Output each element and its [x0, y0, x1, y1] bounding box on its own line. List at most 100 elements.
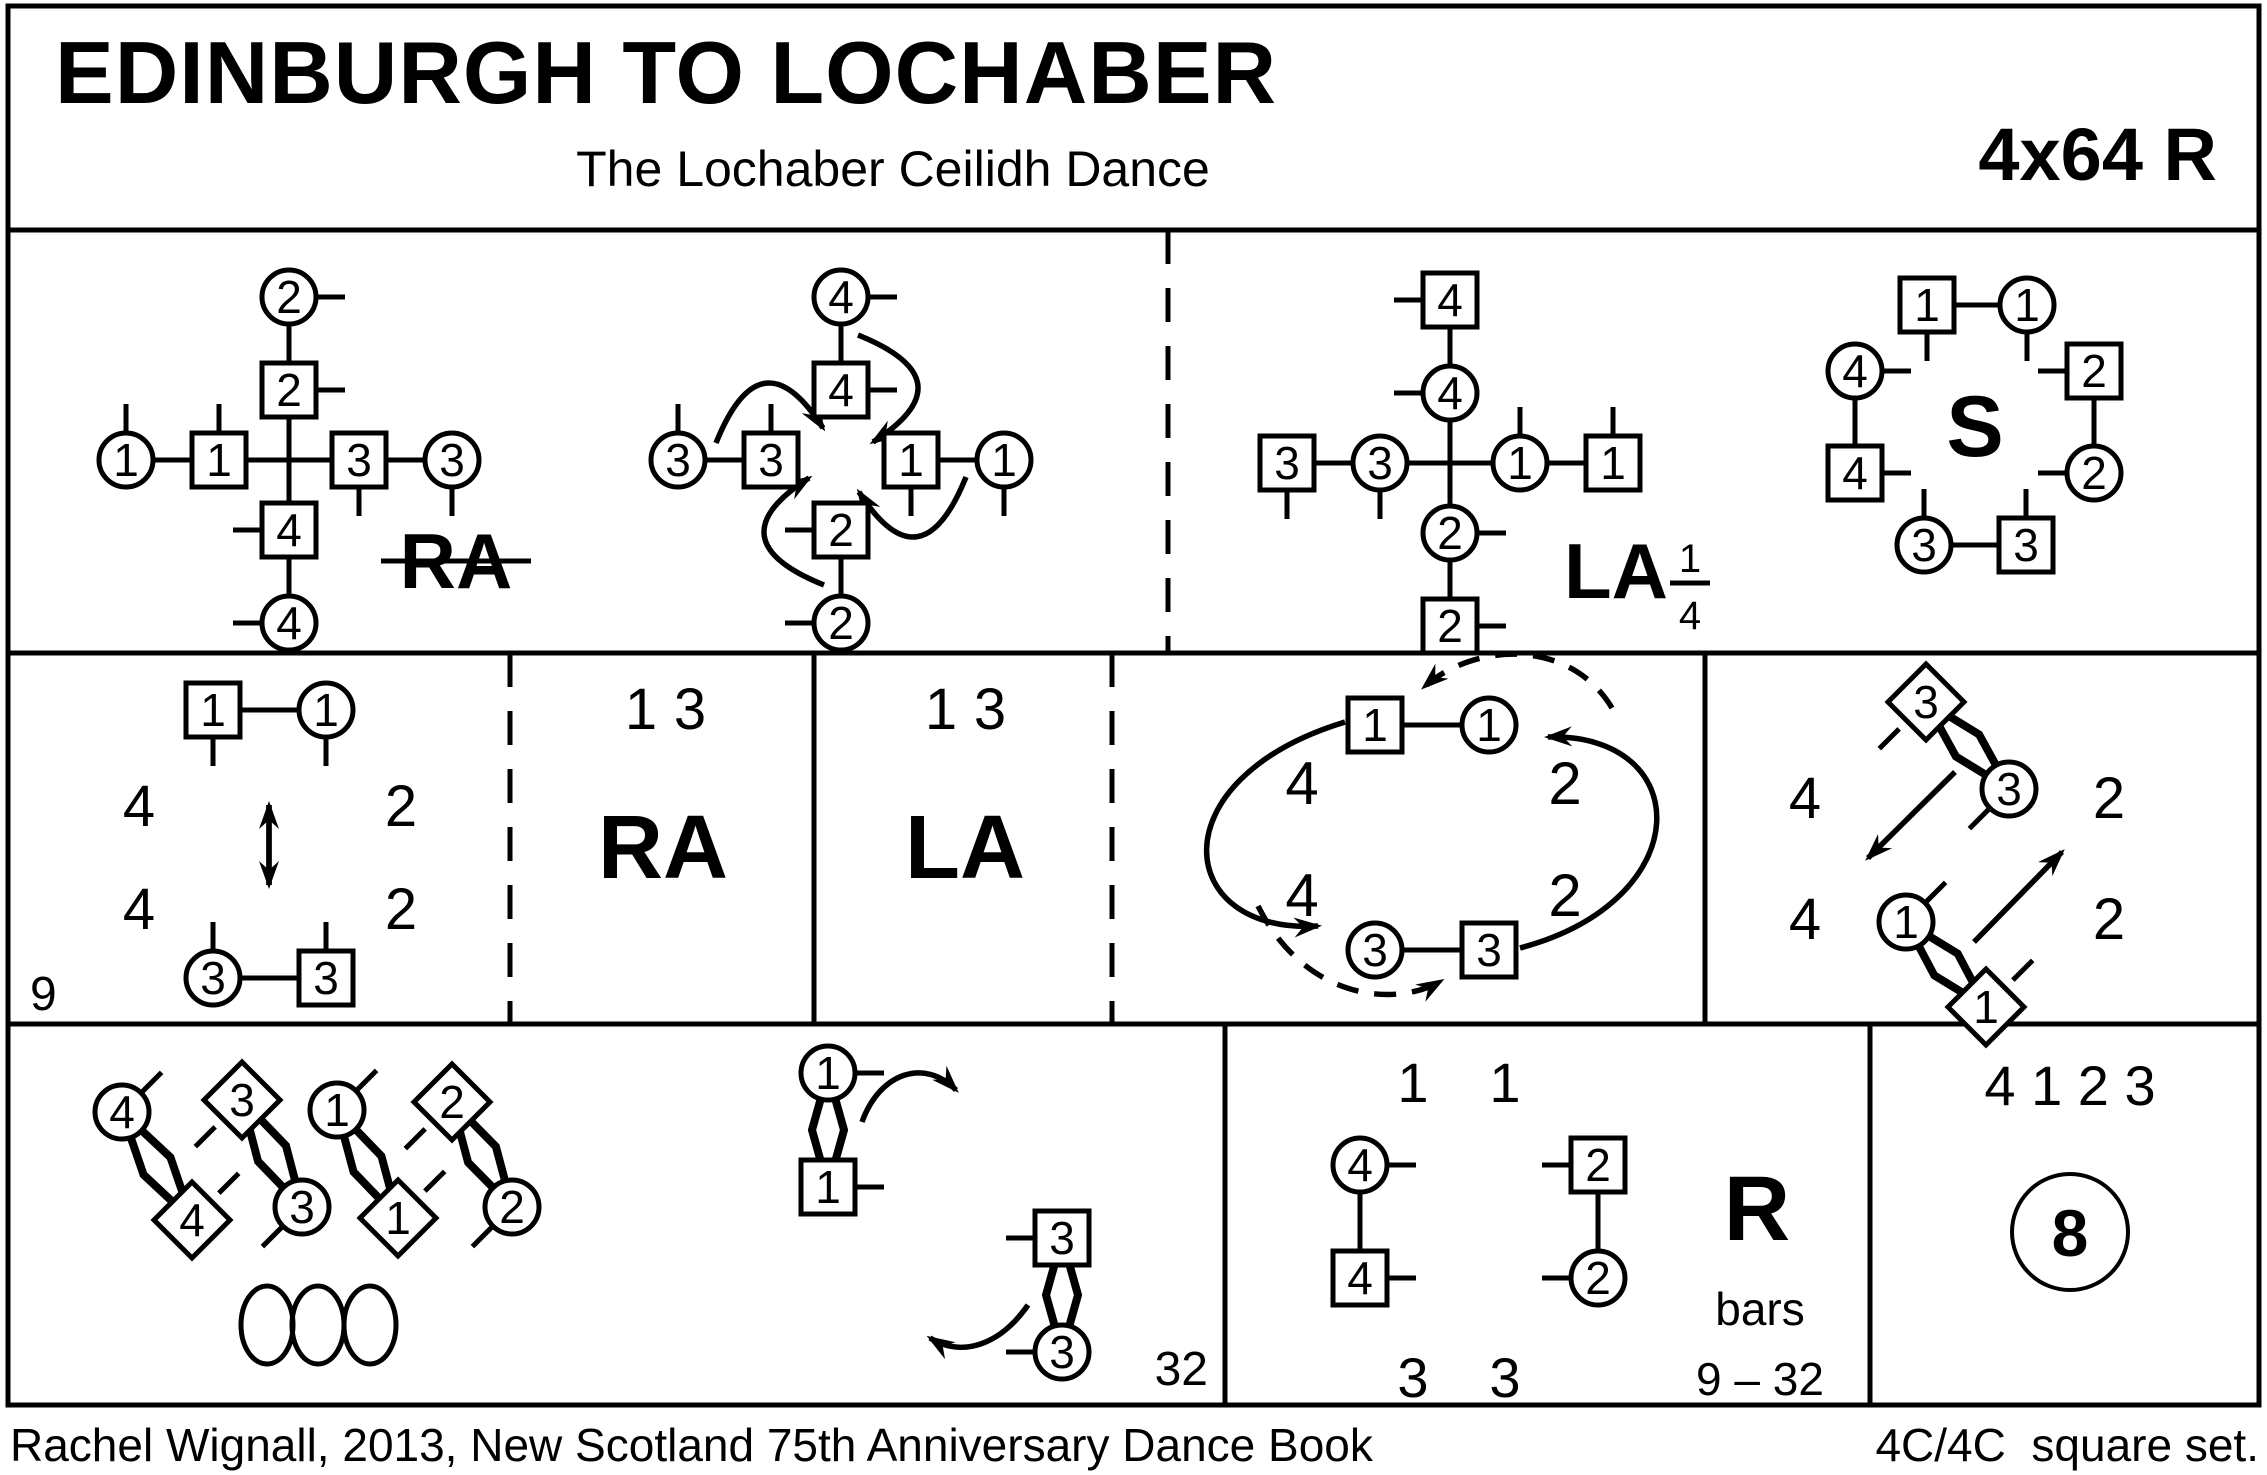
couple-number: 4 [109, 1086, 135, 1138]
man-square-1 [881, 430, 941, 490]
couple-number: 1 [815, 1047, 841, 1099]
couple-number: 2 [1437, 600, 1463, 652]
figure-label: 9 – 32 [1696, 1353, 1824, 1405]
couple-number: 3 [346, 434, 372, 486]
couple-number: 2 [276, 364, 302, 416]
couple-number: 2 [828, 504, 854, 556]
figure-label: RA [598, 798, 728, 898]
man-square-4 [1330, 1248, 1390, 1308]
couple-number: 3 [1049, 1212, 1075, 1264]
lady-circle-3 [272, 1177, 332, 1237]
lady-circle-3 [422, 430, 482, 490]
couple-number: 3 [1996, 763, 2022, 815]
facing-tick [260, 1225, 284, 1249]
figure-label: 2 [2093, 766, 2125, 831]
movement-arrow [859, 1065, 959, 1123]
couple-number: 1 [313, 684, 339, 736]
couple-number: 1 [1973, 981, 1999, 1033]
figure-label: 32 [1155, 1343, 1208, 1396]
figure-label: 1 [625, 677, 657, 742]
figure-label: 4 [123, 774, 155, 839]
man-square-3 [1257, 433, 1317, 493]
couple-number: 3 [1911, 519, 1937, 571]
lady-circle-1 [798, 1043, 858, 1103]
lady-circle-2 [1568, 1248, 1628, 1308]
figure-label: 4 [1285, 862, 1318, 929]
figure-label: 1 [1397, 1051, 1428, 1114]
movement-arrow [1203, 719, 1346, 938]
lady-circle-3 [1032, 1322, 1092, 1382]
lady-circle-3 [1979, 759, 2039, 819]
couple-number: 2 [1437, 507, 1463, 559]
couple-number: 1 [1476, 699, 1502, 751]
grid-frame [5, 3, 2262, 1408]
facing-tick [1924, 880, 1948, 904]
lady-circle-3 [183, 948, 243, 1008]
lady-circle-4 [259, 593, 319, 653]
lady-circle-1 [1459, 695, 1519, 755]
couple-number: 1 [1362, 699, 1388, 751]
couple-number: 3 [289, 1181, 315, 1233]
lady-circle-3 [1350, 433, 1410, 493]
movement-arrow [1865, 770, 1957, 861]
figure-label: 4 [1789, 887, 1821, 952]
couple-number: 3 [439, 434, 465, 486]
lady-circle-2 [1420, 503, 1480, 563]
figure-label: 2 [385, 877, 417, 942]
movement-arrow [856, 475, 969, 540]
facing-tick [470, 1225, 494, 1249]
movement-arrow [1972, 849, 2065, 944]
couple-number: 1 [2014, 279, 2040, 331]
man-square-1 [189, 430, 249, 490]
man-square-1 [1345, 695, 1405, 755]
fig-circle-eight: 4 1 2 3 8 [1984, 1054, 2156, 1292]
facing-tick [217, 1171, 241, 1195]
man-square-1 [183, 680, 243, 740]
couple-number: 4 [276, 504, 302, 556]
couple-number: 4 [1347, 1252, 1373, 1304]
movement-arrow [761, 475, 826, 588]
lady-circle-4 [92, 1082, 152, 1142]
facing-tick [423, 1169, 447, 1193]
lady-circle-1 [974, 430, 1034, 490]
figure-label: 3 [974, 677, 1006, 742]
figure-label: 4 1 2 3 [1984, 1054, 2155, 1117]
lady-circle-3 [1345, 920, 1405, 980]
man-square-4 [1825, 443, 1885, 503]
couple-number: 1 [815, 1161, 841, 1213]
lady-circle-1 [96, 430, 156, 490]
man-square-2 [259, 360, 319, 420]
movement-arrow [926, 1303, 1031, 1360]
figure-label: 8 [2052, 1196, 2089, 1270]
couple-number: 1 [113, 434, 139, 486]
man-square-3 [296, 948, 356, 1008]
man-square-4 [259, 500, 319, 560]
couple-number: 1 [991, 434, 1017, 486]
figure-label: 4 [1789, 766, 1821, 831]
figure-label: bars [1715, 1283, 1804, 1335]
couple-number: 1 [206, 434, 232, 486]
man-square-3 [1459, 920, 1519, 980]
couple-number: 3 [758, 434, 784, 486]
couple-number: 3 [1367, 437, 1393, 489]
figure-label: 4 [1679, 594, 1701, 638]
figure-label: S [1946, 379, 2003, 475]
couple-number: 4 [1842, 447, 1868, 499]
lady-circle-1 [1490, 433, 1550, 493]
couple-number: 3 [229, 1074, 255, 1126]
figure-label: 2 [1548, 862, 1581, 929]
facing-tick [355, 1068, 379, 1092]
couple-number: 3 [313, 952, 339, 1004]
man-diamond-3 [1884, 660, 1968, 744]
couple-number: 3 [665, 434, 691, 486]
figure-label: 3 [1489, 1346, 1520, 1409]
